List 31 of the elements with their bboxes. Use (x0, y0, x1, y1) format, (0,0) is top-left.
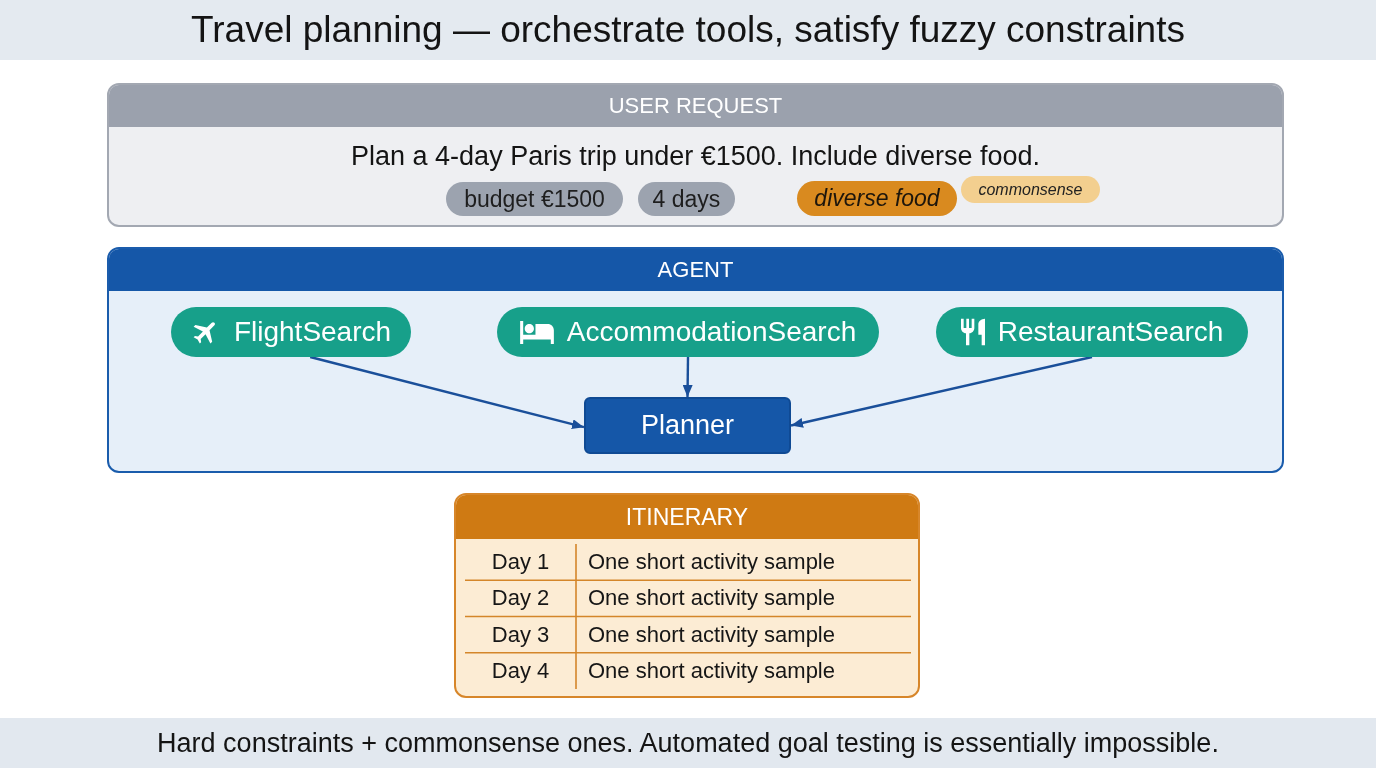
arrow (682, 357, 693, 397)
tool-name: RestaurantSearch (997, 316, 1224, 348)
tool-name: FlightSearch (233, 316, 392, 348)
activity-text: One short activity sample (588, 656, 835, 685)
arrow (309, 355, 585, 430)
planner-box: Planner (584, 397, 791, 454)
tool-name: AccommodationSearch (566, 316, 857, 348)
day-label: Day 2 (491, 584, 550, 613)
panel-header: USER REQUEST (109, 85, 1282, 127)
constraint-tag: budget €1500 (446, 182, 623, 216)
constraint-tag: commonsense (961, 176, 1100, 203)
tool-pill (497, 307, 879, 357)
tool-pill (936, 307, 1248, 357)
caption-bar: Hard constraints + commonsense ones. Automated goal testing is essentially impossible. (0, 718, 1376, 768)
itinerary-panel (454, 493, 920, 698)
day-label: Day 1 (491, 548, 550, 576)
request-panel (107, 83, 1284, 227)
day-label: Day 4 (491, 656, 550, 685)
itinerary-header: ITINERARY (456, 495, 918, 539)
agent-panel (107, 247, 1284, 473)
panel-header: AGENT (109, 249, 1282, 291)
activity-text: One short activity sample (588, 584, 835, 613)
title-bar: Travel planning — orchestrate tools, satisfy fuzzy constraints (0, 0, 1376, 60)
day-label: Day 3 (491, 620, 550, 649)
tool-pill (171, 307, 411, 357)
constraint-tag: 4 days (638, 182, 735, 216)
arrow (790, 355, 1093, 428)
activity-text: One short activity sample (588, 620, 835, 649)
activity-text: One short activity sample (588, 548, 835, 576)
request-text: Plan a 4-day Paris trip under €1500. Include diverse food. (351, 140, 1040, 172)
constraint-tag: diverse food (797, 181, 957, 216)
